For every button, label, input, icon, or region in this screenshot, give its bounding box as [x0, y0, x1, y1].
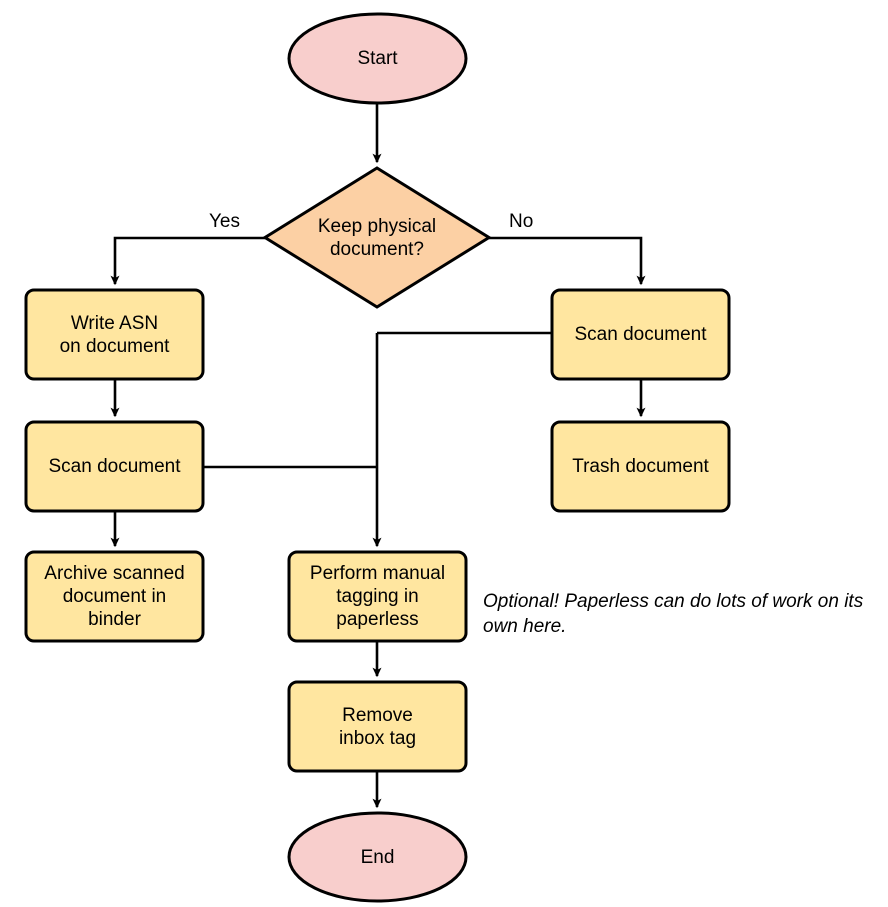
edge-decision-to-write-asn [110, 236, 265, 286]
node-write-asn-shape[interactable] [24, 288, 205, 381]
node-scan-document-left-shape[interactable] [24, 420, 205, 513]
optional-note-text: Optional! Paperless can do lots of work … [483, 591, 864, 637]
node-perform-manual-tagging-shape[interactable] [287, 550, 468, 643]
edge-label-no: No [509, 211, 534, 232]
edge-decision-to-scan-right [489, 236, 646, 286]
node-remove-inbox-tag-shape[interactable] [287, 680, 468, 773]
node-start-shape[interactable] [287, 12, 468, 105]
node-trash-document-shape[interactable] [550, 420, 731, 513]
node-archive-scanned-shape[interactable] [24, 550, 205, 643]
node-decision-keep-physical-shape[interactable] [262, 166, 492, 309]
node-layer [24, 12, 731, 903]
edge-label-yes: Yes [209, 211, 240, 232]
node-scan-document-right-shape[interactable] [550, 288, 731, 381]
edge-layer [110, 103, 646, 809]
node-end-shape[interactable] [287, 811, 468, 903]
